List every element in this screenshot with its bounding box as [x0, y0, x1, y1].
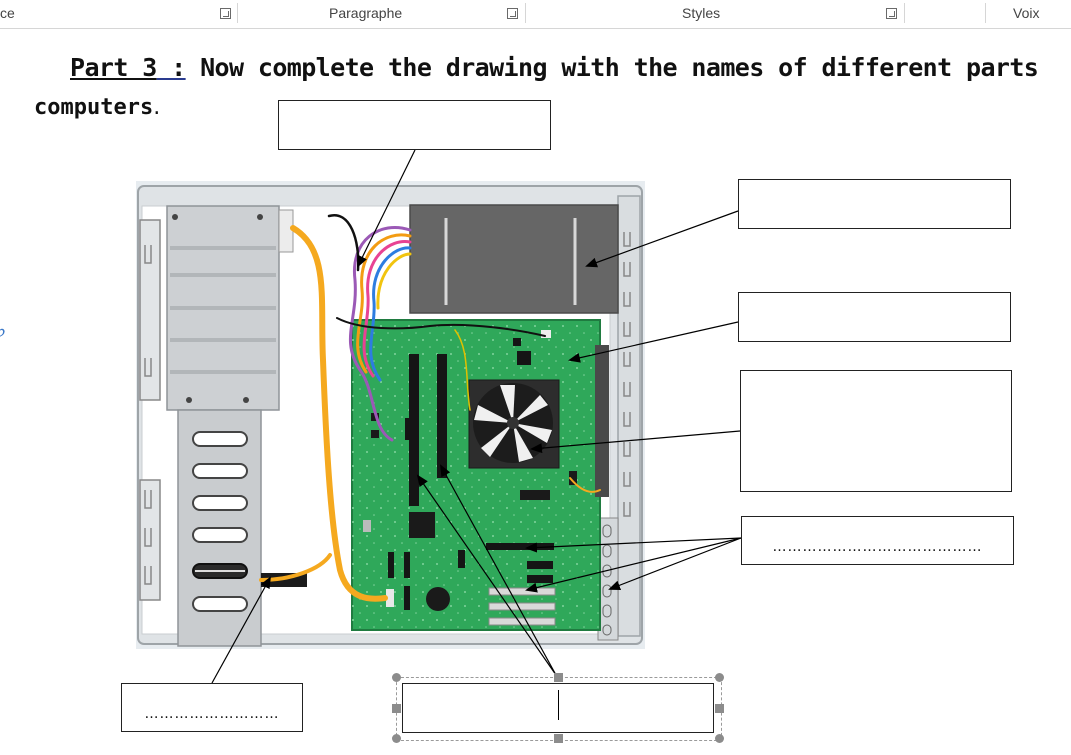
resize-handle-bottom[interactable]: [554, 734, 563, 743]
resize-handle-left[interactable]: [392, 704, 401, 713]
label-box-cables[interactable]: [278, 100, 551, 150]
case-rear-rail: [618, 196, 640, 636]
text-caret: [558, 690, 559, 720]
textbox-selection-frame: [396, 677, 722, 741]
power-supply-unit: [410, 205, 618, 313]
resize-handle-right[interactable]: [715, 704, 724, 713]
resize-handle-bottom-right[interactable]: [715, 734, 724, 743]
resize-handle-bottom-left[interactable]: [392, 734, 401, 743]
label-box-motherboard[interactable]: [738, 292, 1011, 342]
label-box-cpu-fan[interactable]: [740, 370, 1012, 492]
resize-handle-top-left[interactable]: [392, 673, 401, 682]
motherboard: [352, 320, 609, 630]
label-box-expansion-slots[interactable]: ……………………………………: [741, 516, 1014, 565]
label-box-hard-drive[interactable]: ………………………: [121, 683, 303, 732]
label-box-power-supply[interactable]: [738, 179, 1011, 229]
optical-drive-bay: [167, 206, 293, 410]
resize-handle-top-right[interactable]: [715, 673, 724, 682]
resize-handle-top[interactable]: [554, 673, 563, 682]
